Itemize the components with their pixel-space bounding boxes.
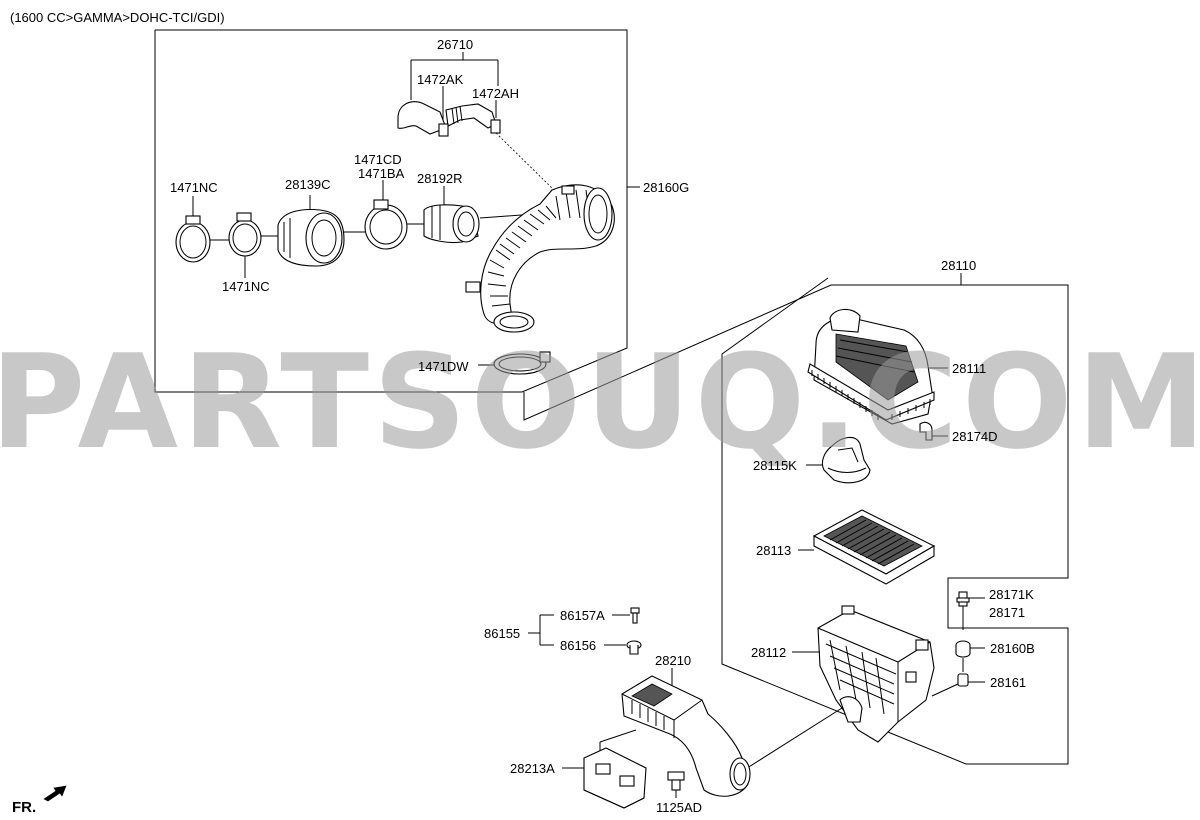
intake-hose-group xyxy=(154,29,640,393)
front-orientation-marker: FR. xyxy=(12,785,67,816)
label-28213a[interactable]: 28213A xyxy=(510,761,555,776)
label-28111[interactable]: 28111 xyxy=(952,361,986,376)
label-1471ba[interactable]: 1471BA xyxy=(358,166,405,181)
label-28192r[interactable]: 28192R xyxy=(417,171,463,186)
label-1471nc-bottom[interactable]: 1471NC xyxy=(222,279,270,294)
grommet-28160b[interactable] xyxy=(955,640,971,658)
label-28112[interactable]: 28112 xyxy=(751,645,786,660)
label-26710[interactable]: 26710 xyxy=(437,37,473,52)
variant-header: (1600 CC>GAMMA>DOHC-TCI/GDI) xyxy=(10,10,225,25)
label-28161[interactable]: 28161 xyxy=(990,675,1026,690)
label-86157a[interactable]: 86157A xyxy=(560,608,605,623)
air-cleaner-body-28112[interactable] xyxy=(817,605,935,743)
sensor-28171[interactable] xyxy=(956,591,970,607)
label-28113[interactable]: 28113 xyxy=(756,543,791,558)
grommet-86156[interactable] xyxy=(626,640,642,655)
hose-clamp-1471ba[interactable] xyxy=(364,199,408,250)
hose-clamp-1471nc-a[interactable] xyxy=(175,215,211,263)
duct-28115k[interactable] xyxy=(821,436,871,484)
label-28139c[interactable]: 28139C xyxy=(285,177,331,192)
label-86156[interactable]: 86156 xyxy=(560,638,596,653)
label-28210[interactable]: 28210 xyxy=(655,653,691,668)
label-28110[interactable]: 28110 xyxy=(941,258,976,273)
air-duct-group xyxy=(528,607,751,809)
front-label: FR. xyxy=(12,799,36,816)
clip-28174d[interactable] xyxy=(919,421,933,441)
label-1125ad[interactable]: 1125AD xyxy=(656,800,702,815)
label-1471nc-top[interactable]: 1471NC xyxy=(170,180,218,195)
bolt-86157a[interactable] xyxy=(630,607,640,624)
label-28171[interactable]: 28171 xyxy=(989,605,1025,620)
label-28160g[interactable]: 28160G xyxy=(643,180,689,195)
air-cleaner-cover-28111[interactable] xyxy=(807,308,935,425)
watermark: PARTSOUQ.COM xyxy=(0,326,1200,478)
part-labels: 26710 1472AK 1472AH 1471CD 1471BA 28192R… xyxy=(170,37,1035,815)
breather-hose[interactable] xyxy=(397,101,501,137)
label-86155[interactable]: 86155 xyxy=(484,626,520,641)
label-1471dw[interactable]: 1471DW xyxy=(418,359,469,374)
resonator-28139c[interactable] xyxy=(277,208,345,267)
intake-hose-28192r[interactable] xyxy=(423,204,480,244)
front-arrow-icon xyxy=(43,785,67,802)
bolt-1125ad[interactable] xyxy=(667,771,685,791)
air-duct-28210[interactable] xyxy=(621,675,751,797)
air-cleaner-group xyxy=(523,273,1069,771)
mount-28161[interactable] xyxy=(957,673,969,687)
label-28171k[interactable]: 28171K xyxy=(989,587,1034,602)
label-28174d[interactable]: 28174D xyxy=(952,429,998,444)
intake-elbow-hose[interactable] xyxy=(465,184,615,333)
hose-clamp-1471dw[interactable] xyxy=(493,351,551,375)
bracket-28213a[interactable] xyxy=(583,747,647,809)
label-28160b[interactable]: 28160B xyxy=(990,641,1035,656)
label-28115k[interactable]: 28115K xyxy=(753,458,797,473)
label-1471cd[interactable]: 1471CD xyxy=(354,152,402,167)
label-1472ak[interactable]: 1472AK xyxy=(417,72,464,87)
air-filter-28113[interactable] xyxy=(812,509,936,585)
hose-clamp-1471nc-b[interactable] xyxy=(228,212,262,257)
label-1472ah[interactable]: 1472AH xyxy=(472,86,519,101)
